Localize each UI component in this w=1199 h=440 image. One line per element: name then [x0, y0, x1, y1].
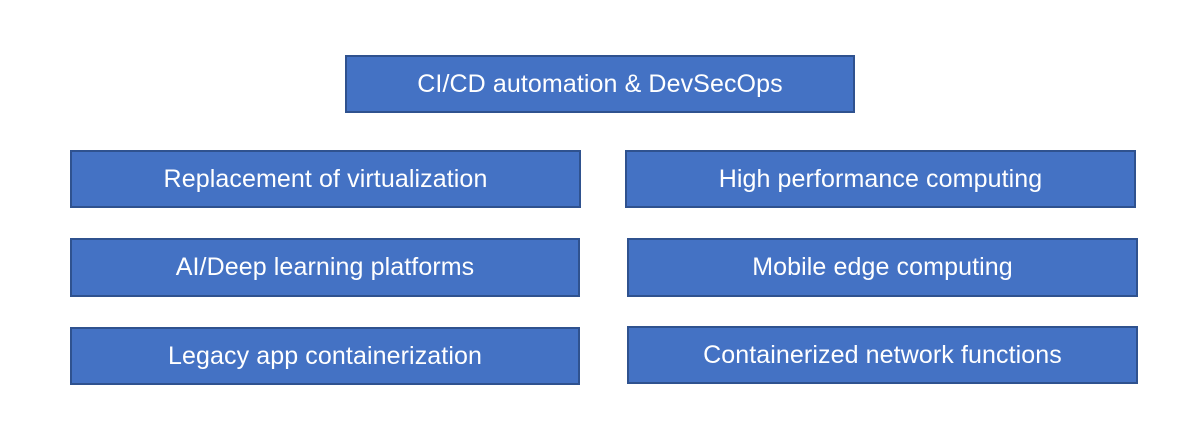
- box-containerized-network-functions: Containerized network functions: [627, 326, 1138, 384]
- box-legacy-app-containerization: Legacy app containerization: [70, 327, 580, 385]
- box-label: CI/CD automation & DevSecOps: [417, 69, 783, 98]
- box-mobile-edge-computing: Mobile edge computing: [627, 238, 1138, 297]
- box-label: High performance computing: [718, 164, 1043, 193]
- box-label: Containerized network functions: [703, 340, 1062, 369]
- box-label: Replacement of virtualization: [163, 164, 488, 193]
- box-cicd-devsecops: CI/CD automation & DevSecOps: [345, 55, 855, 113]
- box-ai-deep-learning-platforms: AI/Deep learning platforms: [70, 238, 580, 297]
- box-replacement-of-virtualization: Replacement of virtualization: [70, 150, 581, 208]
- box-label: AI/Deep learning platforms: [175, 253, 475, 281]
- box-label: Legacy app containerization: [167, 341, 483, 370]
- box-high-performance-computing: High performance computing: [625, 150, 1136, 208]
- box-label: Mobile edge computing: [752, 253, 1013, 281]
